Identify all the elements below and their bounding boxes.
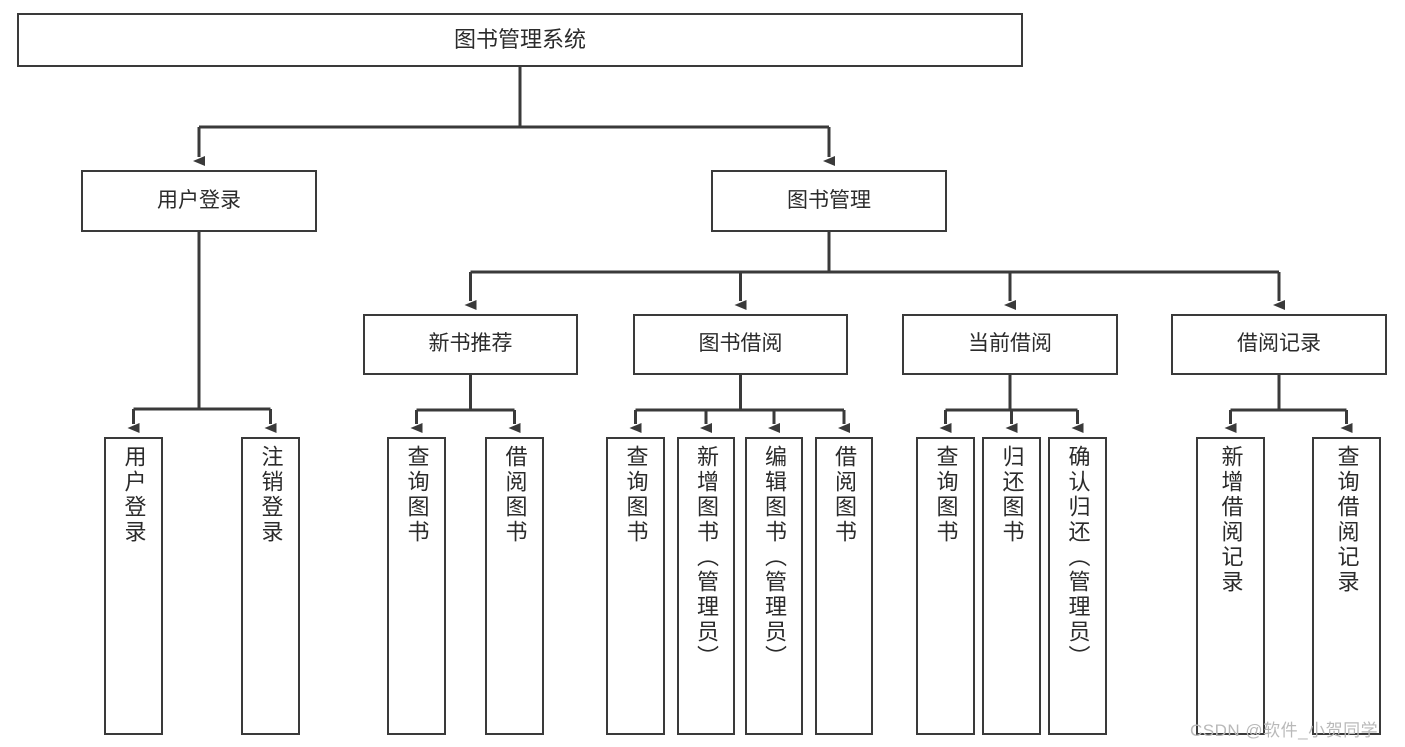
node-label: 图书管理系统 [453, 27, 586, 53]
node-new-book-recommend[interactable]: 新书推荐 [363, 314, 578, 375]
node-current-borrow[interactable]: 当前借阅 [902, 314, 1118, 375]
leaf-leaf-add-borrow-record[interactable]: 新增借阅记录 [1196, 437, 1265, 735]
node-label: 图书管理 [787, 188, 871, 212]
leaf-leaf-query-book-rec[interactable]: 查询图书 [387, 437, 446, 735]
node-label: 查询借阅记录 [1334, 445, 1360, 595]
watermark-text: CSDN @软件_小贺同学 [1190, 721, 1379, 740]
leaf-leaf-add-book-admin[interactable]: 新增图书（管理员） [677, 437, 735, 735]
node-root[interactable]: 图书管理系统 [17, 13, 1023, 67]
node-label: 注销登录 [258, 445, 284, 545]
leaf-leaf-return-book[interactable]: 归还图书 [982, 437, 1041, 735]
leaf-leaf-borrow-book-rec[interactable]: 借阅图书 [485, 437, 544, 735]
node-borrow-record[interactable]: 借阅记录 [1171, 314, 1387, 375]
node-label: 确认归还（管理员） [1065, 445, 1091, 670]
node-label: 新增借阅记录 [1218, 445, 1244, 595]
leaf-leaf-query-book-borrow[interactable]: 查询图书 [606, 437, 665, 735]
leaf-leaf-user-logout[interactable]: 注销登录 [241, 437, 300, 735]
node-label: 借阅图书 [502, 445, 528, 545]
leaf-leaf-borrow-book[interactable]: 借阅图书 [815, 437, 873, 735]
leaf-leaf-query-book-current[interactable]: 查询图书 [916, 437, 975, 735]
node-label: 查询图书 [933, 445, 959, 545]
node-label: 用户登录 [121, 445, 147, 545]
node-label: 图书借阅 [698, 332, 783, 356]
node-label: 新增图书（管理员） [694, 445, 719, 670]
node-label: 用户登录 [157, 188, 241, 212]
leaf-leaf-query-borrow-record[interactable]: 查询借阅记录 [1312, 437, 1381, 735]
node-book-borrow[interactable]: 图书借阅 [633, 314, 848, 375]
leaf-leaf-edit-book-admin[interactable]: 编辑图书（管理员） [745, 437, 803, 735]
leaf-leaf-user-login[interactable]: 用户登录 [104, 437, 163, 735]
node-user-login[interactable]: 用户登录 [81, 170, 317, 232]
node-label: 当前借阅 [968, 332, 1052, 356]
node-label: 查询图书 [623, 445, 649, 545]
leaf-leaf-confirm-return-admin[interactable]: 确认归还（管理员） [1048, 437, 1107, 735]
node-label: 归还图书 [999, 445, 1025, 545]
node-label: 借阅图书 [832, 445, 857, 545]
node-label: 查询图书 [404, 445, 430, 545]
node-label: 新书推荐 [428, 332, 513, 356]
node-label: 借阅记录 [1237, 332, 1321, 356]
node-label: 编辑图书（管理员） [762, 445, 787, 670]
node-book-management[interactable]: 图书管理 [711, 170, 947, 232]
